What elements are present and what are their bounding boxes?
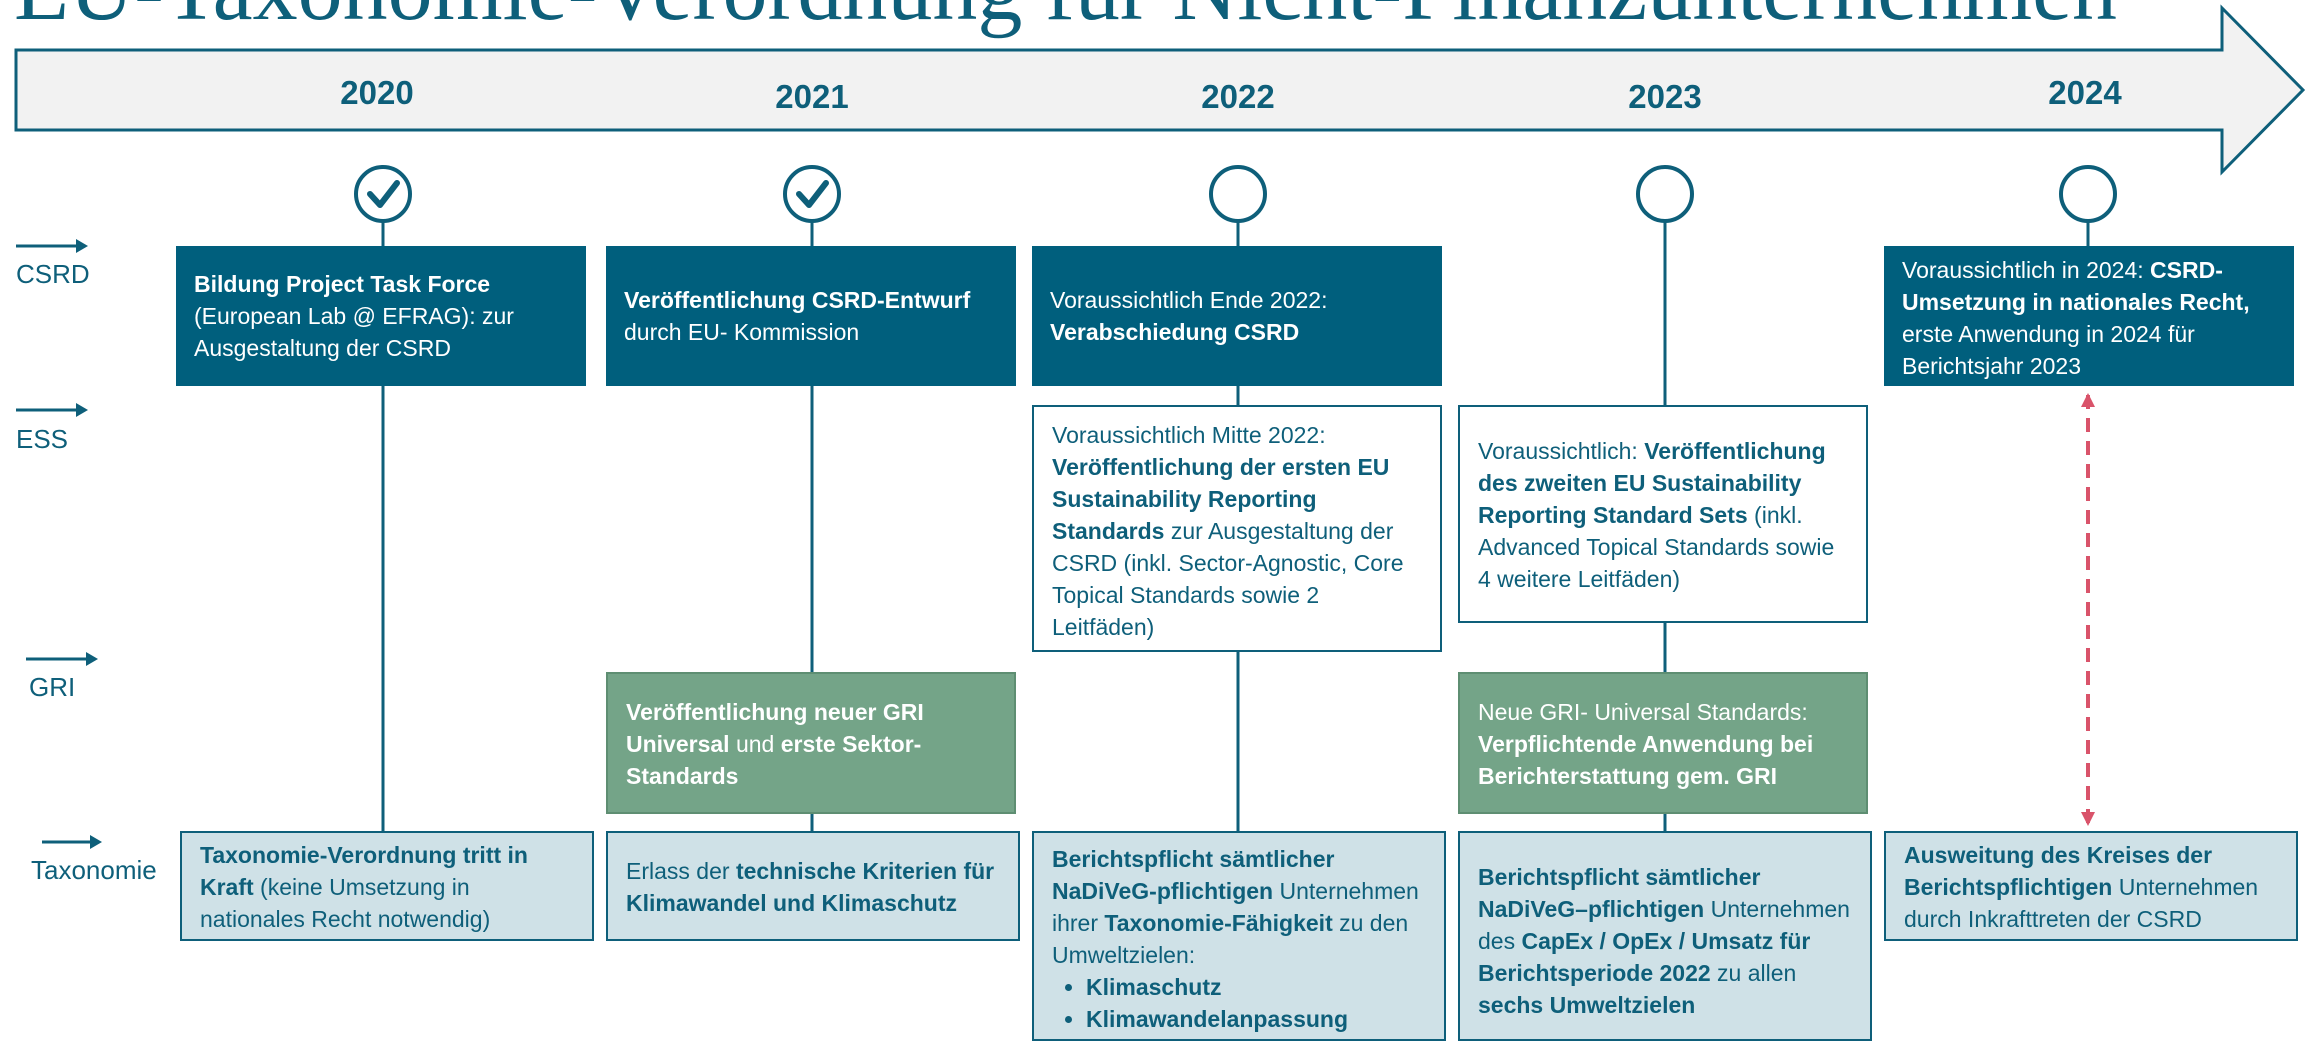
row-label-csrd: CSRD <box>16 259 90 289</box>
row-arrows <box>16 239 102 849</box>
year-2021: 2021 <box>775 78 849 115</box>
milestone-2020 <box>354 165 412 223</box>
milestone-2021 <box>783 165 841 223</box>
list-item: Klimawandelanpassung <box>1086 1003 1426 1035</box>
csrd-box-2022: Voraussichtlich Ende 2022:Verabschiedung… <box>1032 246 1442 386</box>
taxonomie-box-2020: Taxonomie-Verordnung tritt in Kraft (kei… <box>180 831 594 941</box>
milestone-2022 <box>1209 165 1267 223</box>
milestone-circles <box>354 165 2117 223</box>
vertical-connectors <box>381 222 2090 831</box>
taxonomie-2022-bullet-list: Klimaschutz Klimawandelanpassung <box>1052 971 1426 1035</box>
row-label-taxonomie: Taxonomie <box>31 855 157 885</box>
gri-box-2023: Neue GRI- Universal Standards:Verpflicht… <box>1458 672 1868 814</box>
milestone-2024 <box>2059 165 2117 223</box>
check-icon <box>796 180 829 208</box>
csrd-box-2020: Bildung Project Task Force (European Lab… <box>176 246 586 386</box>
year-2022: 2022 <box>1201 78 1275 115</box>
timeline-arrow <box>14 4 2306 176</box>
taxonomie-box-2023: Berichtspflicht sämtlicher NaDiVeG–pflic… <box>1458 831 1872 1041</box>
row-label-gri: GRI <box>29 672 76 702</box>
check-icon <box>367 180 400 208</box>
year-2020: 2020 <box>340 74 414 111</box>
csrd-box-2024: Voraussichtlich in 2024: CSRD-Umsetzung … <box>1884 246 2294 386</box>
year-2023: 2023 <box>1628 78 1702 115</box>
taxonomie-box-2024: Ausweitung des Kreises der Berichtspflic… <box>1884 831 2298 941</box>
ess-box-2023: Voraussichtlich: Veröffentlichung des zw… <box>1458 405 1868 623</box>
ess-box-2022: Voraussichtlich Mitte 2022:Veröffentlich… <box>1032 405 1442 652</box>
row-label-ess: ESS <box>16 424 69 454</box>
milestone-2023 <box>1636 165 1694 223</box>
taxonomie-box-2022: Berichtspflicht sämtlicher NaDiVeG-pflic… <box>1032 831 1446 1041</box>
taxonomie-box-2021: Erlass der technische Kriterien für Klim… <box>606 831 1020 941</box>
gri-box-2021: Veröffentlichung neuer GRI Universal und… <box>606 672 1016 814</box>
year-2024: 2024 <box>2048 74 2122 111</box>
csrd-box-2021: Veröffentlichung CSRD-Entwurf durch EU- … <box>606 246 1016 386</box>
list-item: Klimaschutz <box>1086 971 1426 1003</box>
page-title: EU-Taxonomie-Verordnung für Nicht-Finanz… <box>14 0 2117 44</box>
